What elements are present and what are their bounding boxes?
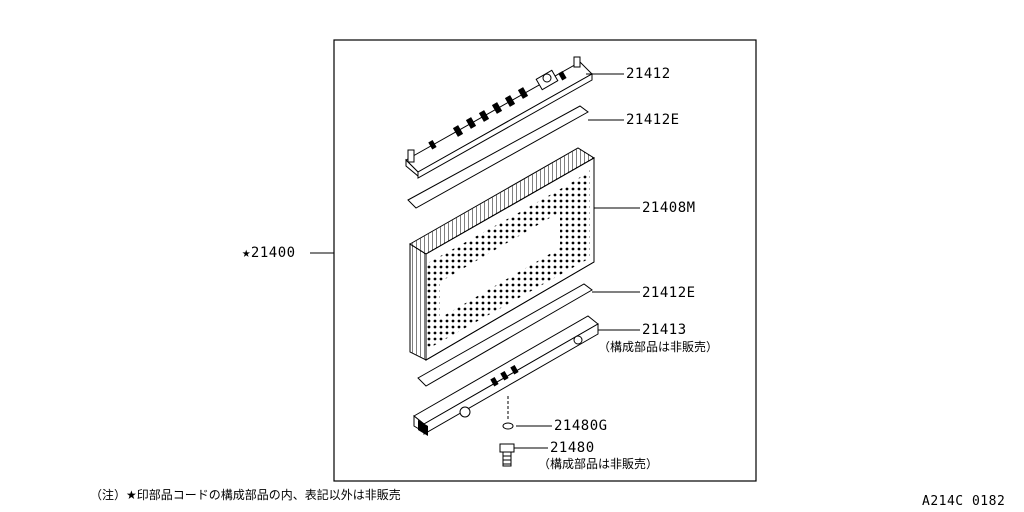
drain-washer [502, 422, 514, 430]
upper-tank [405, 56, 593, 179]
lower-seal [417, 283, 593, 387]
part-label-21480: 21480 [550, 440, 595, 456]
part-label-21412: 21412 [626, 66, 671, 82]
upper-seal [407, 105, 589, 209]
diagram-frame [333, 39, 757, 482]
leader-lines [310, 73, 640, 449]
drain-plug [499, 443, 515, 467]
part-label-21480g: 21480G [554, 418, 608, 434]
radiator-core [409, 147, 595, 361]
part-label-21412e-lower: 21412E [642, 285, 696, 301]
diagram-code: A214C 0182 [922, 494, 1006, 509]
part-label-21413: 21413 [642, 322, 687, 338]
part-note-21413: （構成部品は非販売） [598, 340, 719, 354]
lower-tank [413, 315, 599, 436]
part-label-21400-assembly: ★21400 [242, 245, 296, 261]
footer-note: （注）★印部品コードの構成部品の内、表記以外は非販売 [90, 488, 401, 502]
part-label-21408m: 21408M [642, 200, 696, 216]
part-note-21480: （構成部品は非販売） [538, 457, 659, 471]
part-label-21412e-upper: 21412E [626, 112, 680, 128]
